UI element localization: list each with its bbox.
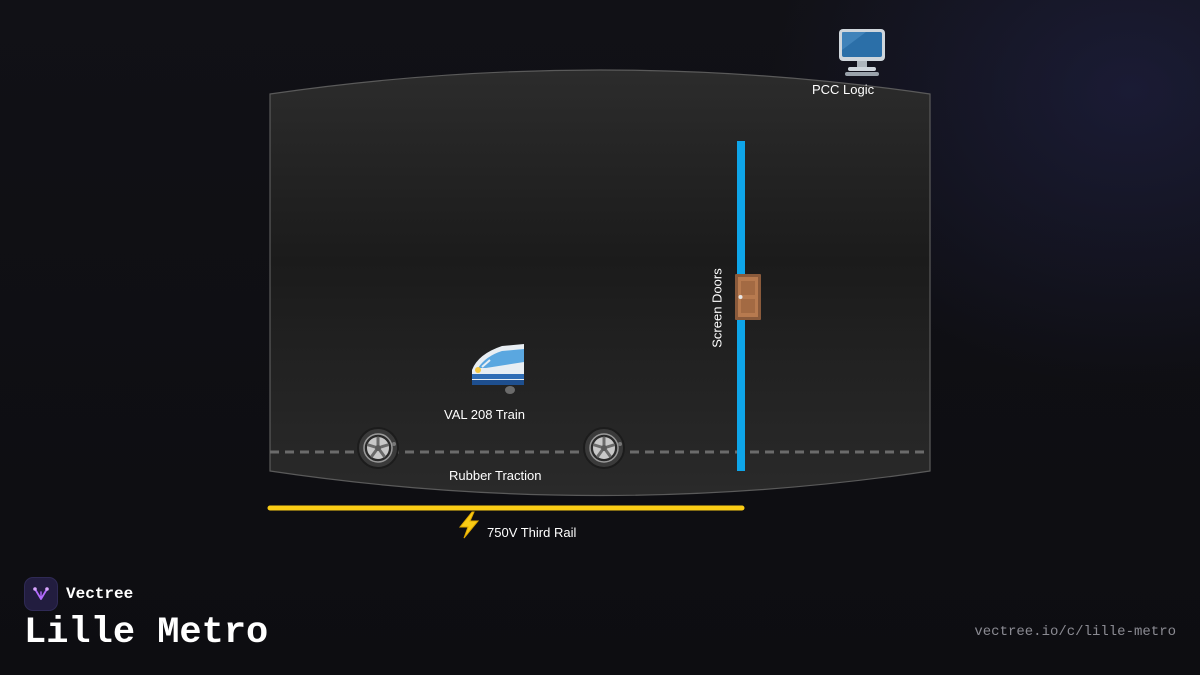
page-title: Lille Metro (24, 612, 269, 654)
rubber-traction-label: Rubber Traction (449, 468, 542, 483)
brand-name: Vectree (66, 585, 134, 603)
val-208-train-label: VAL 208 Train (444, 407, 525, 422)
brand: Vectree (24, 577, 133, 611)
vectree-logo-icon (24, 577, 58, 611)
high-speed-train-icon (468, 340, 528, 396)
rubber-tire-icon (357, 427, 399, 469)
screen-doors-label: Screen Doors (709, 268, 725, 348)
third-rail-label: 750V Third Rail (487, 525, 577, 540)
desktop-computer-icon (836, 26, 888, 78)
door-icon (732, 272, 764, 322)
lightning-bolt-icon (455, 510, 483, 540)
tunnel-shape (269, 69, 931, 497)
rubber-tire-icon (583, 427, 625, 469)
pcc-logic-label: PCC Logic (812, 82, 875, 97)
source-url[interactable]: vectree.io/c/lille-metro (974, 624, 1176, 640)
